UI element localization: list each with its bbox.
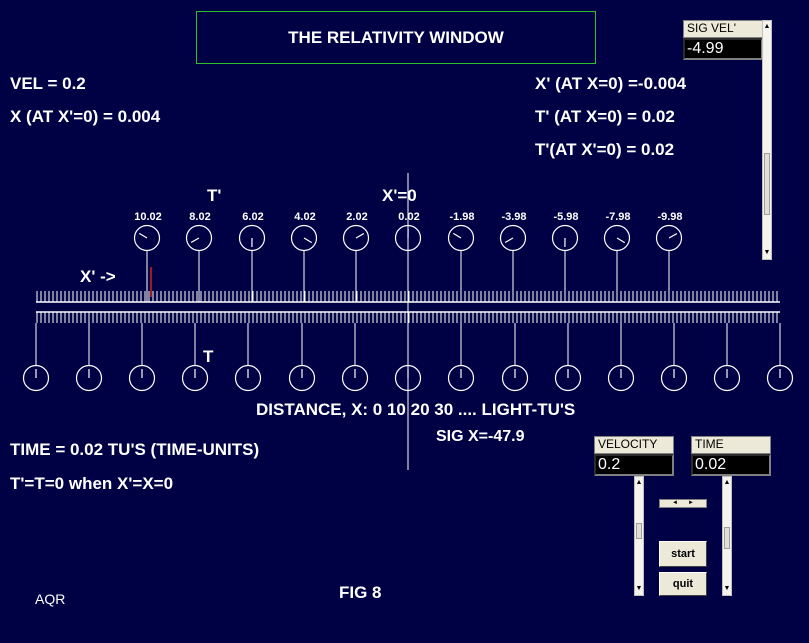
rest-clock	[75, 364, 103, 392]
quit-button[interactable]: quit	[659, 572, 707, 596]
rest-clock	[447, 364, 475, 392]
tprime-at-xprime-zero-readout: T'(AT X'=0) = 0.02	[535, 140, 675, 159]
scroll-up-icon[interactable]: ▲	[723, 479, 731, 486]
rest-clock	[394, 364, 422, 392]
moving-clock	[447, 224, 475, 252]
moving-clock-reading: 2.02	[346, 211, 368, 223]
moving-clock	[603, 224, 631, 252]
fine-adjust-scrollbar[interactable]: ◄ ►	[659, 499, 707, 508]
scrollbar-thumb[interactable]	[724, 527, 730, 549]
time-scrollbar[interactable]: ▲ ▼	[722, 476, 732, 596]
velocity-readout: VEL = 0.2	[10, 74, 86, 93]
rest-clock	[288, 364, 316, 392]
moving-clock	[290, 224, 318, 252]
moving-clock-hand	[452, 232, 462, 239]
moving-clock-hand	[138, 232, 148, 239]
moving-clock	[133, 224, 161, 252]
rest-clock	[554, 364, 582, 392]
velocity-label: VELOCITY	[594, 436, 674, 454]
x-at-xprime-zero-readout: X (AT X'=0) = 0.004	[10, 107, 161, 126]
rest-time-label: T	[203, 347, 214, 366]
scroll-down-icon[interactable]: ▼	[763, 249, 771, 256]
tprime-at-x-zero-readout: T' (AT X=0) = 0.02	[535, 107, 675, 126]
moving-clock-reading: -3.98	[501, 211, 527, 223]
scroll-down-icon[interactable]: ▼	[723, 585, 731, 592]
figure-label: FIG 8	[339, 583, 382, 602]
moving-time-label: T'	[207, 186, 222, 205]
scrollbar-thumb[interactable]	[636, 523, 642, 539]
sig-x-readout: SIG X=-47.9	[436, 428, 525, 445]
rest-clock	[341, 364, 369, 392]
velocity-field[interactable]: 0.2	[594, 454, 674, 476]
moving-clock	[655, 224, 683, 252]
moving-clock	[238, 224, 266, 252]
moving-clock-reading: 8.02	[189, 211, 211, 223]
moving-clock-reading: 10.02	[134, 211, 162, 223]
moving-clock	[499, 224, 527, 252]
moving-clock-reading: 6.02	[242, 211, 264, 223]
moving-clock-hand	[504, 237, 514, 243]
xprime-origin-label: X'=0	[382, 186, 417, 205]
scroll-right-icon[interactable]: ►	[688, 500, 694, 506]
rest-clock	[181, 364, 209, 392]
scroll-down-icon[interactable]: ▼	[635, 585, 643, 592]
moving-clock	[394, 224, 422, 252]
moving-clock-hand	[355, 233, 365, 239]
xprime-axis-label: X' ->	[80, 267, 116, 286]
moving-clock-reading: -1.98	[449, 211, 475, 223]
sync-note: T'=T=0 when X'=X=0	[10, 474, 174, 493]
rest-clock	[766, 364, 794, 392]
diagram-layer	[22, 173, 794, 470]
moving-clock-hand	[616, 237, 626, 244]
sig-vel-scrollbar[interactable]: ▲ ▼	[762, 20, 772, 260]
moving-clock-reading: -7.98	[605, 211, 631, 223]
scrollbar-thumb[interactable]	[764, 153, 770, 215]
title-box: THE RELATIVITY WINDOW	[196, 11, 596, 64]
rest-clock	[22, 364, 50, 392]
moving-clock-reading: 4.02	[294, 211, 316, 223]
scroll-up-icon[interactable]: ▲	[763, 23, 771, 30]
rest-clock	[128, 364, 156, 392]
velocity-scrollbar[interactable]: ▲ ▼	[634, 476, 644, 596]
author-label: AQR	[35, 591, 66, 607]
moving-clock-hand	[303, 237, 313, 244]
rest-clock	[713, 364, 741, 392]
xprime-at-x-zero-readout: X' (AT X=0) =-0.004	[535, 74, 687, 93]
moving-clock-hand	[190, 237, 200, 243]
time-label: TIME	[691, 436, 771, 454]
moving-clock	[185, 224, 213, 252]
start-button[interactable]: start	[659, 541, 707, 567]
time-readout: TIME = 0.02 TU'S (TIME-UNITS)	[10, 440, 260, 459]
moving-clock	[342, 224, 370, 252]
window-title: THE RELATIVITY WINDOW	[288, 27, 504, 47]
rest-clock	[501, 364, 529, 392]
moving-clock-reading: -5.98	[553, 211, 579, 223]
scroll-up-icon[interactable]: ▲	[635, 479, 643, 486]
rest-clock	[234, 364, 262, 392]
moving-clock-reading: 0.02	[398, 211, 420, 223]
rest-clock	[607, 364, 635, 392]
time-field[interactable]: 0.02	[691, 454, 771, 476]
rest-clock	[660, 364, 688, 392]
moving-clock-reading: -9.98	[657, 211, 683, 223]
scroll-left-icon[interactable]: ◄	[672, 500, 678, 506]
moving-clock-hand	[668, 233, 678, 239]
moving-clock	[551, 224, 579, 252]
distance-axis-label: DISTANCE, X: 0 10 20 30 .... LIGHT-TU'S	[256, 400, 576, 419]
